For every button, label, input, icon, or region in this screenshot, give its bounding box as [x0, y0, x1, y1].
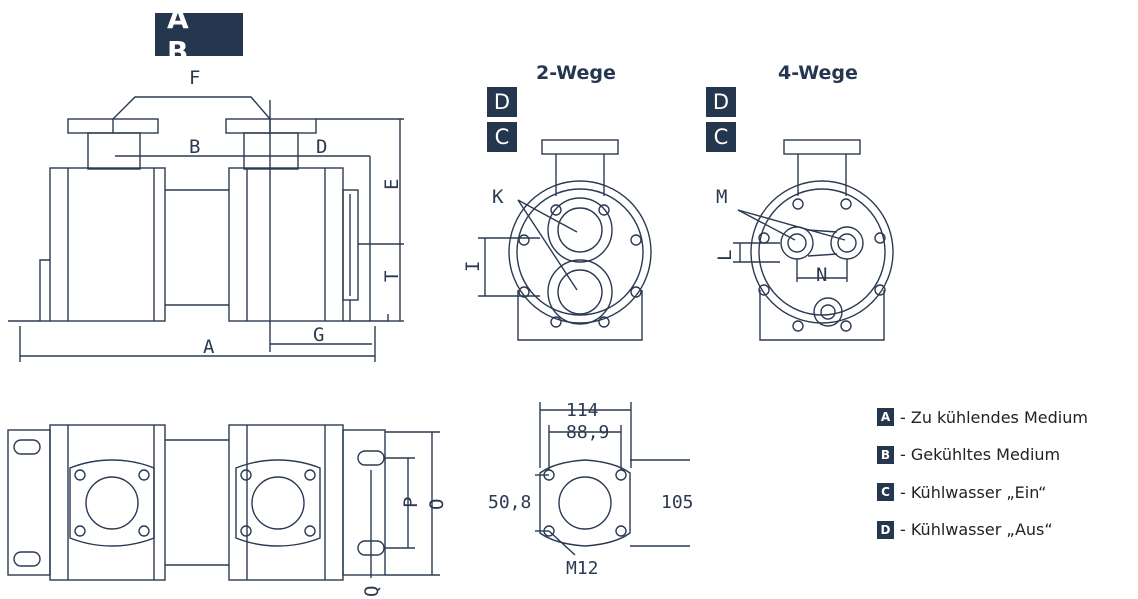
- dim-q-label: Q: [361, 586, 383, 597]
- flange-width-outer: 114: [566, 400, 599, 421]
- legend-text: - Kühlwasser „Ein“: [900, 482, 1047, 502]
- dim-f-label: F: [189, 67, 200, 89]
- flange-height-outer: 105: [661, 492, 694, 513]
- dim-g-label: G: [313, 324, 324, 346]
- legend: A - Zu kühlendes Medium B - Gekühltes Me…: [877, 407, 1088, 557]
- flange-width-inner: 88,9: [566, 422, 609, 443]
- two-way-view: [478, 139, 652, 341]
- flange-detail: [535, 402, 690, 556]
- legend-text: - Zu kühlendes Medium: [900, 407, 1088, 427]
- legend-item-b: B - Gekühltes Medium: [877, 445, 1088, 465]
- two-way-badge-c: C: [487, 122, 517, 152]
- dim-o-label: O: [426, 499, 448, 510]
- four-way-badge-c: C: [706, 122, 736, 152]
- two-way-badge-d: D: [487, 87, 517, 117]
- four-way-view: [733, 139, 894, 341]
- legend-key: B: [877, 445, 894, 464]
- legend-key: A: [877, 408, 894, 426]
- dim-k-label: K: [492, 186, 504, 208]
- dim-l-label: L: [714, 250, 736, 261]
- legend-key: C: [877, 483, 894, 501]
- two-way-title: 2-Wege: [536, 62, 616, 84]
- legend-item-c: C - Kühlwasser „Ein“: [877, 482, 1088, 502]
- dim-p-label: P: [400, 497, 422, 508]
- header-badge-ab: A B: [155, 2, 243, 68]
- dim-t-label: T: [381, 271, 403, 282]
- dim-d-label: D: [316, 136, 327, 158]
- dim-m-label: M: [716, 186, 727, 208]
- dim-a-label: A: [203, 336, 215, 358]
- dim-e-label: E: [381, 179, 403, 190]
- dim-n-label: N: [816, 264, 827, 286]
- legend-item-d: D - Kühlwasser „Aus“: [877, 520, 1088, 540]
- dim-b-label: B: [189, 136, 200, 158]
- legend-text: - Gekühltes Medium: [900, 445, 1061, 464]
- four-way-title: 4-Wege: [778, 62, 858, 84]
- legend-text: - Kühlwasser „Aus“: [900, 520, 1053, 539]
- top-view: [7, 424, 440, 581]
- legend-item-a: A - Zu kühlendes Medium: [877, 407, 1088, 427]
- flange-thread: M12: [566, 558, 599, 579]
- flange-height-inner: 50,8: [488, 492, 531, 513]
- side-view: [8, 96, 404, 362]
- legend-key: D: [877, 520, 894, 539]
- dim-i-label: I: [462, 261, 484, 272]
- four-way-badge-d: D: [706, 87, 736, 117]
